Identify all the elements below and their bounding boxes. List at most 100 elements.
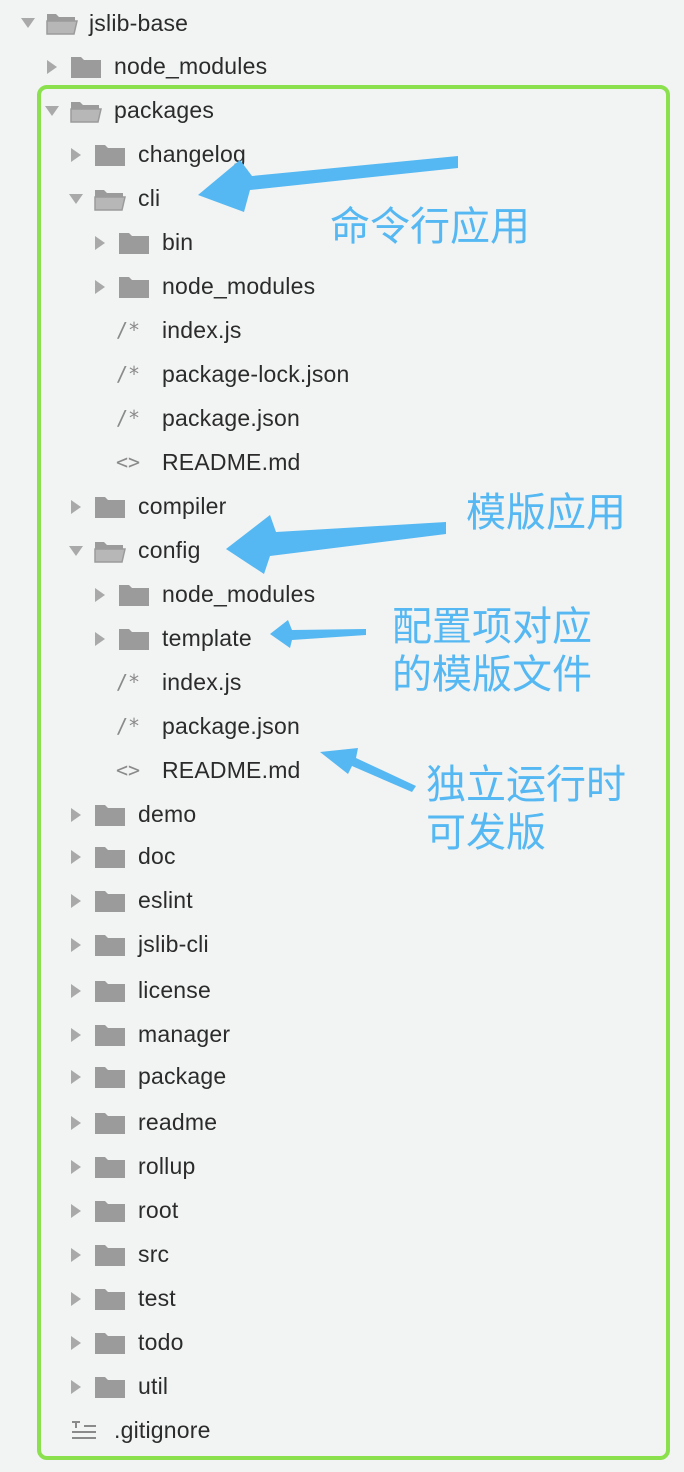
tree-row[interactable]: node_modules xyxy=(0,267,684,307)
tree-item-label: .gitignore xyxy=(114,1417,211,1443)
chevron-right-icon[interactable] xyxy=(95,236,105,250)
chevron-right-icon[interactable] xyxy=(71,1380,81,1394)
folder-open-icon xyxy=(70,102,102,123)
chevron-right-icon[interactable] xyxy=(71,500,81,514)
chevron-down-icon[interactable] xyxy=(21,18,35,28)
tree-row[interactable]: license xyxy=(0,971,684,1011)
tree-row[interactable]: changelog xyxy=(0,135,684,175)
tree-item-label: README.md xyxy=(162,757,301,783)
folder-icon xyxy=(95,1113,125,1134)
chevron-right-icon[interactable] xyxy=(47,60,57,74)
tree-row[interactable]: jslib-cli xyxy=(0,925,684,965)
chevron-down-icon[interactable] xyxy=(69,546,83,556)
folder-icon xyxy=(95,1333,125,1354)
chevron-right-icon[interactable] xyxy=(71,148,81,162)
chevron-right-icon[interactable] xyxy=(71,1116,81,1130)
tree-item-label: license xyxy=(138,977,211,1003)
tree-root-row[interactable]: jslib-base xyxy=(0,3,684,43)
chevron-right-icon[interactable] xyxy=(71,1204,81,1218)
text-file-icon xyxy=(72,1421,96,1439)
tree-item-label: changelog xyxy=(138,141,246,167)
tree-row[interactable]: rollup xyxy=(0,1147,684,1187)
tree-item-label: node_modules xyxy=(114,53,268,79)
tree-row[interactable]: .gitignore xyxy=(0,1411,684,1451)
tree-item-label: eslint xyxy=(138,887,193,913)
code-file-icon: <> xyxy=(116,758,141,782)
chevron-right-icon[interactable] xyxy=(95,588,105,602)
folder-icon xyxy=(95,145,125,166)
tree-row[interactable]: bin xyxy=(0,223,684,263)
tree-row[interactable]: node_modules xyxy=(0,47,684,87)
chevron-right-icon[interactable] xyxy=(71,1070,81,1084)
tree-item-label: root xyxy=(138,1197,179,1223)
folder-icon xyxy=(95,935,125,956)
folder-icon xyxy=(95,1377,125,1398)
js-file-icon: /* xyxy=(116,670,141,694)
tree-row[interactable]: doc xyxy=(0,837,684,877)
tree-row[interactable]: todo xyxy=(0,1323,684,1363)
folder-icon xyxy=(95,1067,125,1088)
arrow-package xyxy=(320,748,416,792)
tree-item-label: manager xyxy=(138,1021,231,1047)
chevron-right-icon[interactable] xyxy=(71,1292,81,1306)
chevron-right-icon[interactable] xyxy=(71,938,81,952)
tree-row[interactable]: /*package-lock.json xyxy=(0,355,684,395)
tree-item-label: packages xyxy=(114,97,215,123)
chevron-right-icon[interactable] xyxy=(95,632,105,646)
tree-row[interactable]: test xyxy=(0,1279,684,1319)
tree-row[interactable]: <>README.md xyxy=(0,443,684,483)
chevron-right-icon[interactable] xyxy=(71,1336,81,1350)
chevron-right-icon[interactable] xyxy=(71,850,81,864)
tree-row[interactable]: packages xyxy=(0,91,684,131)
folder-icon xyxy=(119,233,149,254)
folder-icon xyxy=(95,891,125,912)
annotation-template-line2: 的模版文件 xyxy=(392,652,592,698)
tree-row[interactable]: demo xyxy=(0,795,684,835)
chevron-right-icon[interactable] xyxy=(71,1160,81,1174)
tree-row[interactable]: util xyxy=(0,1367,684,1407)
chevron-down-icon[interactable] xyxy=(45,106,59,116)
js-file-icon: /* xyxy=(116,362,141,386)
tree-row[interactable]: root xyxy=(0,1191,684,1231)
tree-row[interactable]: readme xyxy=(0,1103,684,1143)
tree-row[interactable]: /*index.js xyxy=(0,663,684,703)
folder-icon xyxy=(95,497,125,518)
tree-item-label: package.json xyxy=(162,405,300,431)
tree-row[interactable]: template xyxy=(0,619,684,659)
tree-row[interactable]: eslint xyxy=(0,881,684,921)
tree-item-label: readme xyxy=(138,1109,218,1135)
chevron-right-icon[interactable] xyxy=(71,984,81,998)
tree-row[interactable]: compiler xyxy=(0,487,684,527)
tree-row[interactable]: /*package.json xyxy=(0,399,684,439)
folder-icon xyxy=(95,1201,125,1222)
tree-row[interactable]: config xyxy=(0,531,684,571)
tree-row[interactable]: package xyxy=(0,1057,684,1097)
tree-row[interactable]: /*index.js xyxy=(0,311,684,351)
chevron-right-icon[interactable] xyxy=(71,808,81,822)
chevron-down-icon[interactable] xyxy=(69,194,83,204)
folder-open-icon xyxy=(94,542,126,563)
tree-row[interactable]: <> README.md xyxy=(0,751,684,791)
folder-icon xyxy=(71,57,101,78)
tree-item-label: demo xyxy=(138,801,197,827)
tree-row[interactable]: manager xyxy=(0,1015,684,1055)
tree-row[interactable]: node_modules xyxy=(0,575,684,615)
folder-icon xyxy=(95,1025,125,1046)
chevron-right-icon[interactable] xyxy=(71,1248,81,1262)
chevron-right-icon[interactable] xyxy=(71,894,81,908)
chevron-right-icon[interactable] xyxy=(95,280,105,294)
annotation-package-line1: 独立运行时 xyxy=(426,762,626,808)
tree-row[interactable]: src xyxy=(0,1235,684,1275)
tree-item-label: package.json xyxy=(162,713,300,739)
tree-row[interactable]: /*package.json xyxy=(0,707,684,747)
chevron-right-icon[interactable] xyxy=(71,1028,81,1042)
tree-row[interactable]: cli xyxy=(0,179,684,219)
tree-item-label: cli xyxy=(138,185,161,211)
annotation-cli: 命令行应用 xyxy=(330,204,530,250)
tree-item-label: README.md xyxy=(162,449,301,475)
tree-item-label: doc xyxy=(138,843,176,869)
folder-open-icon xyxy=(94,190,126,211)
tree-item-label: template xyxy=(162,625,252,651)
tree-item-label: node_modules xyxy=(162,581,316,607)
